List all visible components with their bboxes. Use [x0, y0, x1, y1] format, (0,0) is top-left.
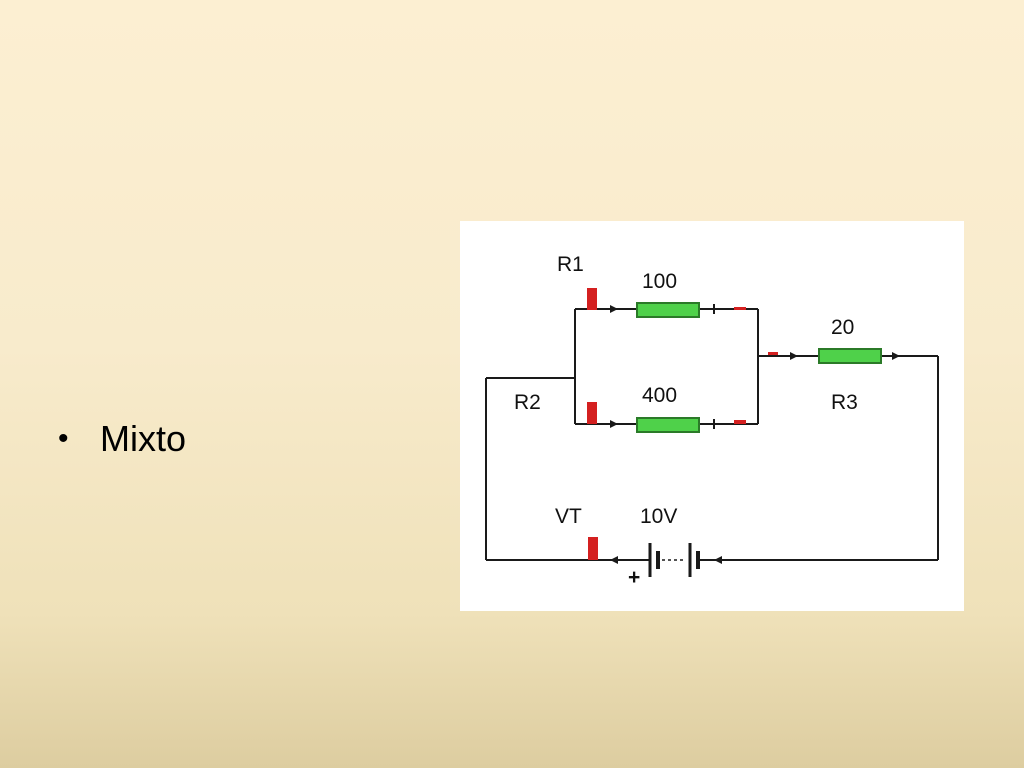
resistor-r1 [636, 302, 700, 318]
arrow-r3-in [790, 352, 798, 360]
battery-symbol [648, 543, 700, 577]
label-r3-name: R3 [831, 391, 858, 414]
resistors [636, 302, 882, 433]
label-vt-value: 10V [640, 505, 677, 528]
bullet-dot: • [58, 422, 69, 455]
label-r2-name: R2 [514, 391, 541, 414]
circuit-diagram: R1 100 R2 400 20 R3 VT 10V + [460, 221, 964, 611]
resistor-r3 [818, 348, 882, 364]
arrow-r3-out [892, 352, 900, 360]
arrow-r2 [610, 420, 618, 428]
meter-r1-dash [734, 307, 746, 310]
meter-markers [587, 288, 778, 560]
label-polarity: + [628, 566, 640, 589]
current-arrows [610, 305, 900, 564]
meter-r2-dash [734, 420, 746, 424]
meter-vt-marker [588, 537, 598, 560]
label-r2-value: 400 [642, 384, 677, 407]
bullet-text: Mixto [100, 418, 187, 459]
arrow-vt [610, 556, 618, 564]
circuit-svg: R1 100 R2 400 20 R3 VT 10V + [485, 253, 939, 589]
label-r1-value: 100 [642, 270, 677, 293]
wires [485, 308, 939, 561]
bullet-item: • Mixto [58, 418, 186, 460]
label-r3-value: 20 [831, 316, 854, 339]
label-vt-name: VT [555, 505, 582, 528]
arrow-r1 [610, 305, 618, 313]
resistor-r2 [636, 417, 700, 433]
meter-r2-marker [587, 402, 597, 424]
meter-r3-dash [768, 352, 778, 355]
arrow-battery-out [714, 556, 722, 564]
label-r1-name: R1 [557, 253, 584, 276]
meter-r1-marker [587, 288, 597, 310]
